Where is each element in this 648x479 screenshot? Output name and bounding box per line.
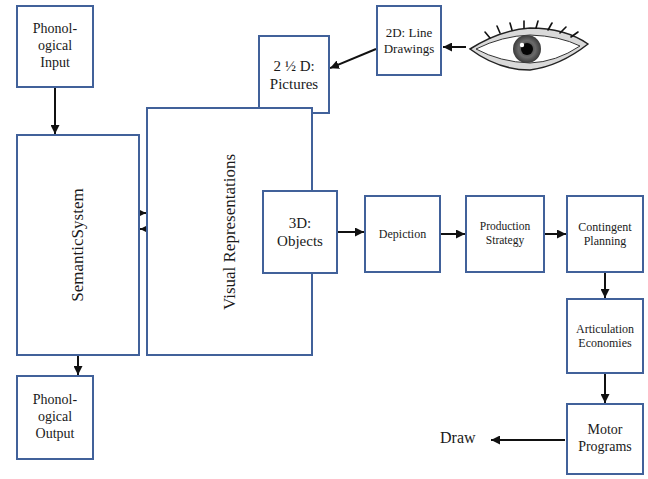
eye-lashes (485, 21, 578, 38)
process-box: 3D: Objects (262, 190, 338, 274)
node-text: Production Strategy (472, 220, 538, 248)
node-text: Contingent Planning (573, 220, 637, 249)
eye-arrow (443, 46, 466, 48)
arrow-connector (330, 49, 376, 68)
process-box: Articulation Economies (566, 298, 644, 374)
draw-arrow (491, 439, 565, 441)
arrow-connector (338, 231, 364, 233)
process-box: 2 ½ D: Pictures (258, 35, 330, 114)
eye-illustration (470, 21, 588, 70)
node-text: Visual Representations (219, 153, 239, 309)
arrow-connector (441, 233, 465, 235)
node-text: Motor Programs (573, 422, 637, 456)
eye-white (476, 35, 580, 63)
system-box: SemanticSystem (16, 134, 140, 356)
process-box: Contingent Planning (566, 195, 644, 273)
arrow-connector (604, 273, 606, 298)
eye-lid (470, 28, 588, 70)
eye-highlight (520, 43, 524, 47)
process-box: Production Strategy (465, 195, 545, 273)
output-box: Phonol- ogical Output (16, 375, 94, 460)
arrow-connector (604, 374, 606, 403)
eye-iris (513, 35, 541, 63)
input-box: Phonol- ogical Input (16, 5, 94, 88)
arrow-connector (545, 233, 566, 235)
node-text: 3D: Objects (269, 214, 331, 250)
node-text: SemanticSystem (68, 188, 88, 301)
arrow-connector (77, 356, 79, 375)
node-text: Phonol- ogical Output (23, 392, 87, 442)
node-text: 2 ½ D: Pictures (265, 57, 323, 93)
arrow-connector (54, 88, 56, 134)
node-text: Articulation Economies (573, 322, 637, 351)
node-text: Depiction (379, 227, 426, 241)
node-text: 2D: Line Drawings (383, 25, 435, 56)
process-box: Depiction (364, 195, 441, 273)
process-box: Motor Programs (566, 403, 644, 475)
node-text: Phonol- ogical Input (23, 21, 87, 71)
output-label: Draw (440, 429, 476, 447)
process-box: 2D: Line Drawings (376, 5, 442, 76)
